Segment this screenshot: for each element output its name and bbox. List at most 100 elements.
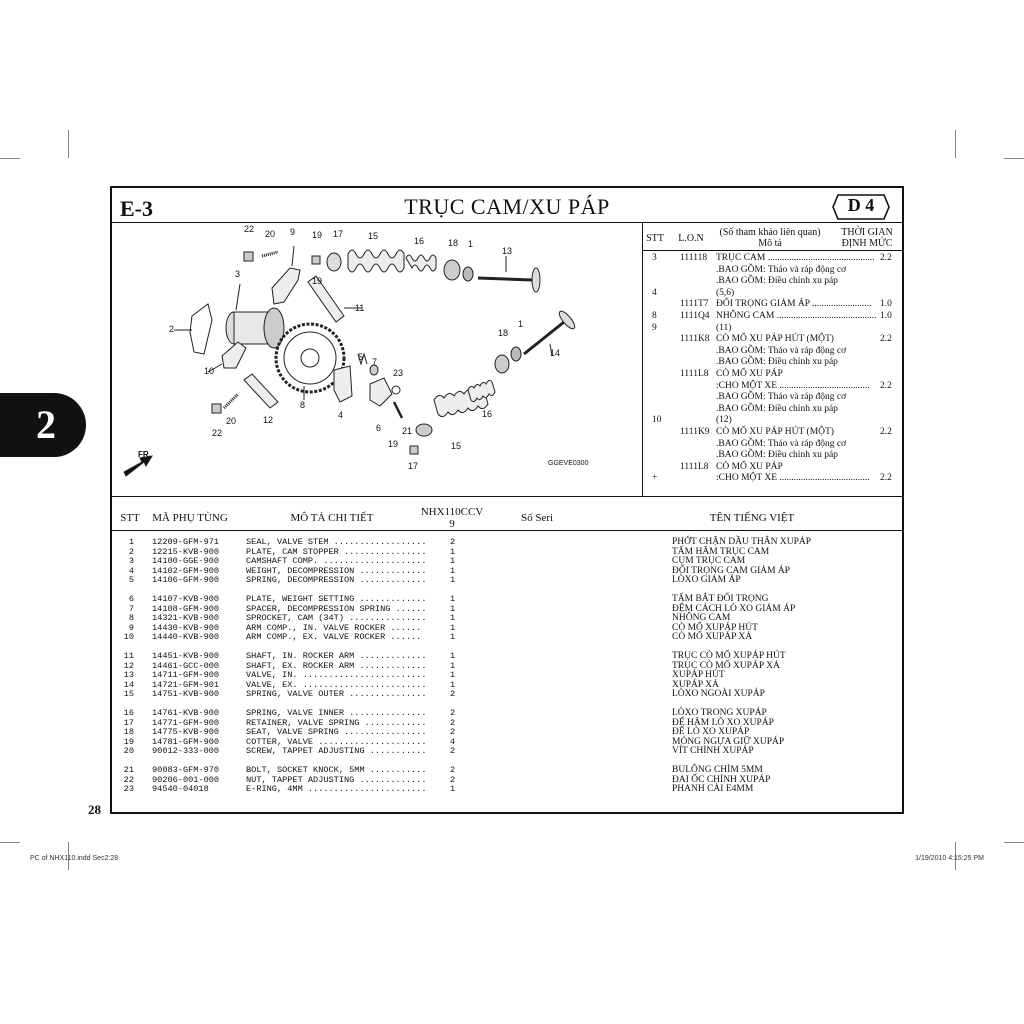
crop-mark: [1004, 842, 1024, 843]
header-divider: [112, 222, 902, 223]
parts-cell-part: 90083-GFM-970: [152, 765, 220, 775]
parts-cell-part: 14102-GFM-900: [152, 565, 220, 576]
parts-cell-desc: CAMSHAFT COMP. ....................: [246, 556, 427, 567]
callout: 19: [312, 276, 323, 286]
parts-cell-part: 14440-KVB-900: [152, 632, 220, 643]
badge-label: D 4: [847, 195, 875, 215]
ref-row: .BAO GỒM: Điều chỉnh xu páp: [650, 356, 894, 368]
parts-cell-vn: TẤM BẮT ĐỐI TRỌNG: [672, 594, 769, 604]
ref-cell-desc: CÒ MỔ XU PÁP: [716, 369, 783, 379]
parts-cell-stt: 9: [128, 622, 134, 633]
tappet-nut-top: [243, 251, 254, 262]
ref-cell-stt: 9: [652, 322, 657, 333]
ref-cell-desc: TRỤC CAM ...............................…: [716, 253, 875, 263]
ref-row: .BAO GỒM: Điều chỉnh xu páp: [650, 449, 894, 461]
crop-mark: [1004, 158, 1024, 159]
parts-cell-qty: 1: [450, 575, 456, 586]
parts-cell-stt: 13: [123, 670, 134, 681]
parts-cell-vn: ĐAI ỐC CHỈNH XUPÁP: [672, 774, 771, 785]
ref-cell-desc: NHÔNG CAM ..............................…: [716, 311, 877, 321]
ref-cell-desc: CÒ MỔ XU PÁP: [716, 461, 783, 472]
crop-mark: [955, 130, 956, 158]
parts-cell-vn: MÓNG NGỰA GIỮ XUPÁP: [672, 736, 785, 747]
parts-cell-part: 14711-GFM-900: [152, 670, 220, 681]
parts-cell-qty: 2: [450, 689, 456, 700]
parts-cell-part: 94540-04018: [152, 784, 209, 795]
parts-cell-vn: PHỚT CHẶN DẦU THÂN XUPÁP: [672, 537, 811, 547]
crop-mark: [0, 158, 20, 159]
ref-cell-desc: .BAO GỒM: Tháo và ráp động cơ: [716, 438, 847, 449]
footer-timestamp: 1/19/2010 4:15:25 PM: [915, 855, 984, 862]
ref-row: .BAO GỒM: Tháo và ráp động cơ: [650, 438, 894, 450]
ref-row: :CHO MỘT XE ............................…: [650, 380, 894, 392]
ref-cell-desc: (11): [716, 322, 732, 333]
parts-cell-qty: 2: [450, 746, 456, 757]
page-title: TRỤC CAM/XU PÁP: [404, 194, 610, 219]
ref-cell-desc: :CHO MỘT XE ............................…: [716, 380, 870, 391]
parts-cell-stt: 19: [123, 736, 134, 747]
parts-cell-stt: 10: [123, 632, 134, 643]
parts-cell-stt: 7: [128, 603, 134, 614]
rocker-shaft-ex: [243, 373, 279, 409]
ref-cell-code: 1111T7: [680, 299, 709, 310]
section-tab: 2: [0, 393, 86, 457]
section-badge: D 4: [832, 194, 890, 220]
camshaft-valve-illustration: [123, 245, 576, 477]
parts-header-model: NHX110CCV: [420, 506, 484, 518]
ref-cell-code: 1111Q4: [680, 311, 710, 321]
parts-cell-qty: 2: [450, 717, 456, 728]
section-divider: [112, 496, 902, 497]
parts-cell-part: 14451-KVB-900: [152, 651, 220, 661]
callout: 3: [235, 269, 241, 279]
badge-outline-icon: [832, 194, 890, 220]
callout: 11: [355, 303, 365, 313]
parts-cell-desc: SPRING, VALVE OUTER ...............: [246, 689, 427, 700]
ref-cell-time: 2.2: [880, 427, 892, 437]
parts-cell-part: 90206-001-000: [152, 774, 220, 785]
callout: 21: [402, 426, 413, 436]
ref-cell-desc: CÒ MỔ XU PÁP HÚT (MỘT): [716, 427, 834, 437]
parts-cell-desc: WEIGHT, DECOMPRESSION .............: [246, 565, 427, 576]
parts-cell-vn: TRỤC CÒ MỔ XUPÁP XẢ: [672, 660, 780, 671]
rocker-arm-in: [271, 267, 301, 305]
ref-cell-desc: .BAO GỒM: Điều chỉnh xu páp: [716, 450, 838, 461]
ref-row: .BAO GỒM: Điều chỉnh xu páp: [650, 275, 894, 287]
ref-cell-time: 1.0: [880, 299, 892, 310]
parts-cell-qty: 1: [450, 546, 456, 557]
callout: 22: [212, 428, 223, 438]
callout: 4: [338, 410, 344, 420]
parts-cell-desc: SCREW, TAPPET ADJUSTING ...........: [246, 746, 427, 757]
parts-cell-part: 14321-KVB-900: [152, 613, 220, 624]
parts-header-vn: TÊN TIẾNG VIỆT: [709, 512, 795, 524]
parts-cell-desc: SPACER, DECOMPRESSION SPRING ......: [246, 603, 427, 614]
parts-cell-desc: SEAL, VALVE STEM ..................: [246, 537, 427, 547]
parts-cell-stt: 15: [123, 689, 134, 700]
parts-cell-desc: SHAFT, IN. ROCKER ARM .............: [246, 651, 427, 661]
callout: 1: [468, 239, 474, 249]
parts-cell-qty: 1: [450, 613, 456, 624]
parts-cell-stt: 21: [123, 765, 134, 775]
cam-sprocket: [274, 322, 346, 394]
parts-cell-qty: 4: [450, 736, 456, 747]
parts-cell-stt: 3: [128, 556, 134, 567]
callout: 14: [550, 348, 561, 358]
callout: 9: [290, 227, 296, 237]
ref-cell-desc: :CHO MỘT XE ............................…: [716, 473, 870, 484]
parts-cell-desc: ARM COMP., IN. VALVE ROCKER ......: [246, 622, 422, 633]
parts-page-frame: E-3 TRỤC CAM/XU PÁP D 4: [110, 186, 904, 814]
ref-header-stt: STT: [646, 233, 664, 244]
callout: 22: [244, 224, 255, 234]
parts-cell-qty: 2: [450, 774, 456, 785]
